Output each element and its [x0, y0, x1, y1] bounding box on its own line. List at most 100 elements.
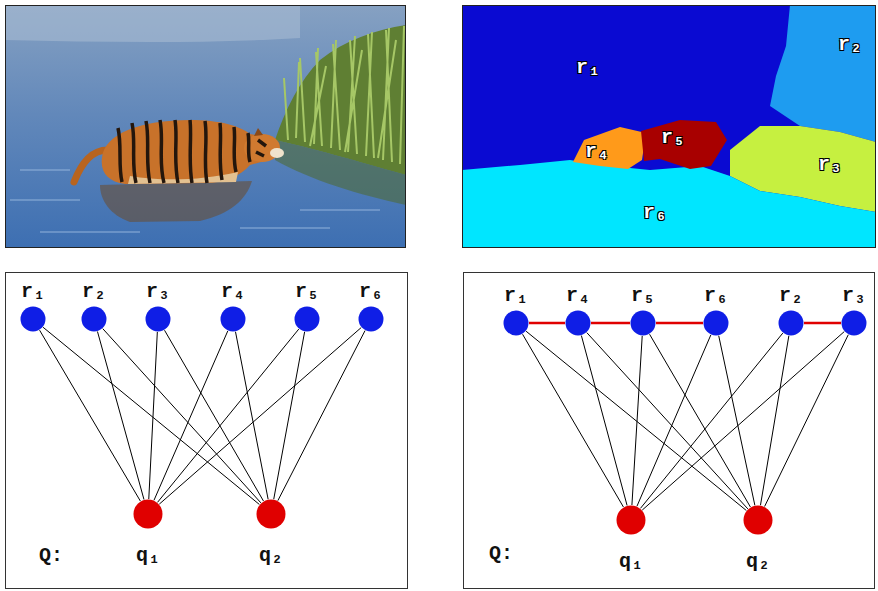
graph-edge [149, 332, 158, 499]
tiger-muzzle [270, 148, 284, 158]
graph-edge [103, 329, 261, 503]
graph-edge [43, 327, 259, 504]
segment-label: r₁ [576, 58, 600, 78]
region-r6 [462, 160, 876, 248]
tiger-body [102, 120, 268, 184]
node-dot [220, 306, 246, 332]
tiger-reflection [100, 181, 252, 222]
node-dot [565, 310, 591, 336]
node-circle [704, 311, 729, 336]
graph-edge [581, 336, 627, 506]
region-node: r₃ [841, 310, 867, 336]
graph-edge [274, 332, 305, 499]
node-dot [630, 310, 656, 336]
node-dot [81, 306, 107, 332]
graph-edge [235, 332, 268, 500]
adjacency-edge [591, 322, 630, 325]
water-ripples [10, 170, 380, 232]
query-node: q₁ [133, 499, 163, 529]
node-circle [744, 506, 773, 535]
graph-edge [640, 333, 782, 508]
node-circle [82, 307, 107, 332]
region-r1 [462, 5, 876, 248]
node-circle [21, 307, 46, 332]
graph-edge [159, 328, 361, 505]
graph-edge [154, 331, 228, 500]
node-dot [133, 499, 163, 529]
node-label: q₁ [136, 546, 160, 566]
node-dot [294, 306, 320, 332]
node-label: r₅ [295, 282, 319, 302]
grass-reflection [275, 140, 406, 205]
node-dot [743, 505, 773, 535]
region-r4 [573, 127, 646, 169]
node-dot [703, 310, 729, 336]
water [5, 5, 406, 248]
node-dot [358, 306, 384, 332]
node-label: r₆ [359, 282, 383, 302]
node-label: r₁ [504, 286, 528, 306]
node-label: q₁ [619, 552, 643, 572]
region-node: r₄ [220, 306, 246, 332]
graph-edge [632, 336, 642, 505]
node-circle [566, 311, 591, 336]
graph-edge [765, 335, 849, 507]
node-dot [841, 310, 867, 336]
node-circle [295, 307, 320, 332]
node-circle [842, 311, 867, 336]
adjacency-edge [804, 322, 841, 325]
segment-label: r₂ [838, 35, 862, 55]
tiger-photo [5, 5, 406, 248]
query-node: q₁ [616, 505, 646, 535]
node-label: r₅ [631, 286, 655, 306]
far-haze [5, 5, 300, 42]
graph-edge [97, 332, 144, 500]
node-circle [359, 307, 384, 332]
node-label: q₂ [259, 546, 283, 566]
graph-panel: Q: r₁ r₄ r₅ r₆ r₂ r₃ q₁ q₂ [463, 272, 875, 589]
tiger-stripes [118, 120, 266, 183]
segment-label: r₃ [818, 155, 842, 175]
region-node: r₅ [630, 310, 656, 336]
graph-edge [523, 334, 624, 507]
graph-panel: Q: r₁ r₂ r₃ r₄ r₅ r₆ q₁ q₂ [5, 272, 408, 589]
node-circle [779, 311, 804, 336]
query-node: q₂ [256, 499, 286, 529]
graph-edge [278, 331, 365, 501]
graph-edge [719, 336, 755, 506]
region-node: r₂ [81, 306, 107, 332]
node-label: r₂ [779, 286, 803, 306]
node-label: r₂ [82, 282, 106, 302]
region-node: r₅ [294, 306, 320, 332]
segment-label: r₄ [585, 142, 609, 162]
query-set-label: Q: [489, 544, 513, 564]
photo-frame [6, 6, 406, 248]
query-node: q₂ [743, 505, 773, 535]
node-label: r₁ [21, 282, 45, 302]
query-set-label: Q: [39, 546, 63, 566]
node-circle [146, 307, 171, 332]
graph-edge [760, 336, 788, 505]
node-dot [503, 310, 529, 336]
node-dot [145, 306, 171, 332]
node-label: r₆ [704, 286, 728, 306]
segmentation-map [462, 5, 876, 248]
adjacency-edge [656, 322, 703, 325]
region-node: r₂ [778, 310, 804, 336]
region-node: r₆ [703, 310, 729, 336]
node-circle [257, 500, 286, 529]
node-circle [134, 500, 163, 529]
region-node: r₃ [145, 306, 171, 332]
graph-edge [526, 331, 746, 510]
graph-edge [642, 332, 844, 510]
graph-edge [637, 335, 711, 506]
node-label: r₃ [146, 282, 170, 302]
node-label: r₄ [566, 286, 590, 306]
region-node: r₁ [503, 310, 529, 336]
node-dot [20, 306, 46, 332]
graph-edge [40, 330, 141, 501]
tiger-ear [254, 128, 263, 136]
region-node: r₁ [20, 306, 46, 332]
node-circle [617, 506, 646, 535]
